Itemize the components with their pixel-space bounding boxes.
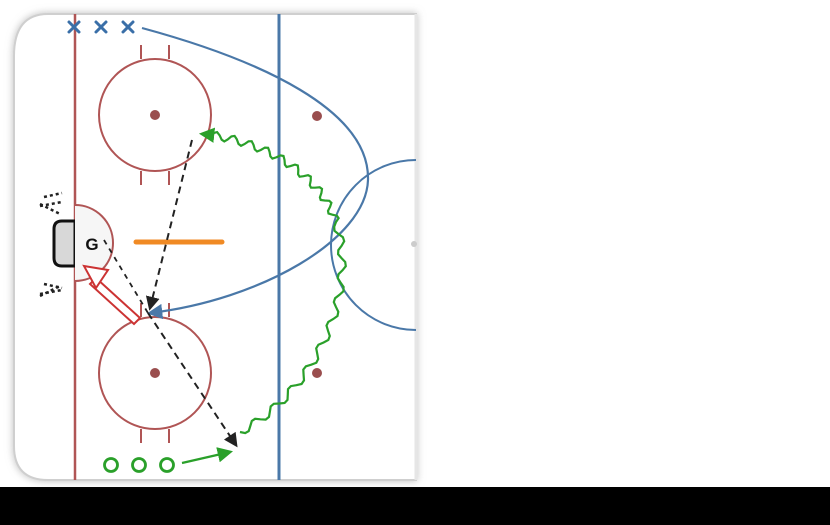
pass-arrow-2 (147, 312, 238, 448)
neutral-dot-top (312, 111, 322, 121)
pass-arrow-1 (145, 139, 193, 311)
o-player-marker (159, 457, 175, 473)
center-dot (411, 241, 417, 247)
boards-hash-marks (39, 191, 63, 298)
top-faceoff-circle (98, 45, 212, 185)
o-player-marker (131, 457, 147, 473)
shot-arrow (82, 264, 142, 326)
top-faceoff-dot (150, 110, 160, 120)
goal-net (52, 219, 77, 268)
x-player-marker (94, 20, 108, 34)
goal: G (39, 191, 114, 298)
x-player-marker (121, 20, 135, 34)
player-o-skate-path (198, 127, 347, 435)
bottom-band (0, 487, 830, 525)
x-player-group (67, 20, 135, 34)
o-player-marker (103, 457, 119, 473)
o-player-group (103, 457, 175, 473)
pass-arrow-3 (103, 239, 149, 314)
x-player-marker (67, 20, 81, 34)
center-circle (330, 159, 417, 331)
player-o-start-arrow (181, 447, 234, 465)
neutral-dot-bottom (312, 368, 322, 378)
bottom-faceoff-dot (150, 368, 160, 378)
goalie-label: G (85, 235, 98, 254)
player-x-skate-path (141, 26, 370, 320)
